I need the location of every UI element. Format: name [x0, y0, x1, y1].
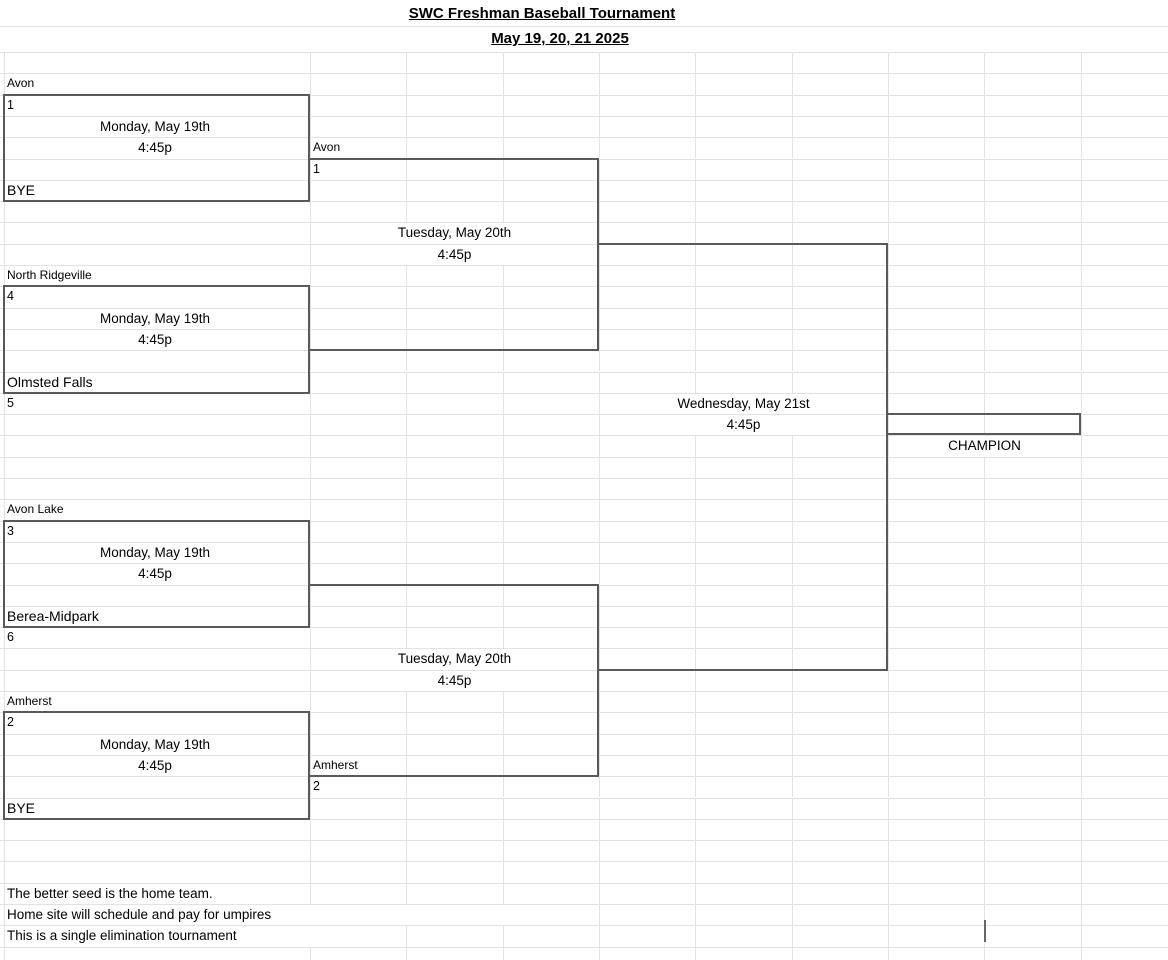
round1-game4-date[interactable]: Monday, May 19th [99, 736, 211, 752]
semifinal2-date[interactable]: Tuesday, May 20th [397, 651, 512, 667]
round1-game1-bottom-team[interactable]: BYE [7, 181, 36, 198]
round1-game3-box [3, 519, 310, 629]
semifinal1-advancing-seed[interactable]: 1 [313, 161, 320, 176]
semifinal-bottom-connector [310, 583, 599, 778]
round1-game2-bottom-seed[interactable]: 5 [7, 395, 14, 410]
final-connector [599, 242, 888, 671]
semifinal2-advancing-team[interactable]: Amherst [313, 757, 358, 772]
semifinal1-advancing-team[interactable]: Avon [313, 140, 341, 155]
semifinal2-advancing-seed[interactable]: 2 [313, 779, 320, 794]
round1-game1-time[interactable]: 4:45p [138, 140, 172, 156]
round1-game3-time[interactable]: 4:45p [138, 566, 172, 582]
semifinal1-date[interactable]: Tuesday, May 20th [397, 225, 512, 241]
round1-game4-top-seed[interactable]: 2 [7, 715, 14, 730]
round1-game4-top-team[interactable]: Amherst [7, 694, 52, 708]
round1-game2-time[interactable]: 4:45p [138, 331, 172, 347]
note-home-team[interactable]: The better seed is the home team. [7, 885, 213, 901]
round1-game2-top-team[interactable]: North Ridgeville [7, 268, 92, 282]
round1-game2-box [3, 285, 310, 394]
round1-game1-top-team[interactable]: Avon [7, 76, 35, 91]
round1-game1-date[interactable]: Monday, May 19th [99, 118, 211, 134]
round1-game1-top-seed[interactable]: 1 [7, 97, 14, 112]
round1-game2-date[interactable]: Monday, May 19th [99, 310, 211, 326]
round1-game3-top-team[interactable]: Avon Lake [7, 502, 64, 517]
semifinal-top-connector [310, 157, 599, 352]
round1-game3-top-seed[interactable]: 3 [7, 523, 14, 538]
round1-game1-box [3, 93, 310, 202]
round1-game4-box [3, 711, 310, 820]
round1-game3-bottom-seed[interactable]: 6 [7, 630, 14, 645]
champion-box [888, 413, 1081, 436]
round1-game3-date[interactable]: Monday, May 19th [99, 544, 211, 560]
semifinal2-time[interactable]: 4:45p [437, 672, 472, 688]
final-time[interactable]: 4:45p [726, 417, 761, 433]
round1-game4-bottom-team[interactable]: BYE [7, 799, 36, 816]
round1-game2-bottom-team[interactable]: Olmsted Falls [7, 373, 93, 390]
round1-game3-bottom-team[interactable]: Berea-Midpark [7, 607, 99, 624]
note-single-elimination[interactable]: This is a single elimination tournament [7, 928, 237, 944]
note-umpires[interactable]: Home site will schedule and pay for umpi… [7, 907, 272, 922]
semifinal1-time[interactable]: 4:45p [437, 246, 472, 262]
cell-border-artifact [984, 919, 986, 942]
final-date[interactable]: Wednesday, May 21st [677, 395, 810, 411]
page-subtitle: May 19, 20, 21 2025 [491, 30, 629, 47]
page-title: SWC Freshman Baseball Tournament [408, 5, 676, 22]
round1-game4-time[interactable]: 4:45p [138, 757, 172, 773]
round1-game2-top-seed[interactable]: 4 [7, 289, 14, 304]
champion-label[interactable]: CHAMPION [948, 438, 1021, 454]
